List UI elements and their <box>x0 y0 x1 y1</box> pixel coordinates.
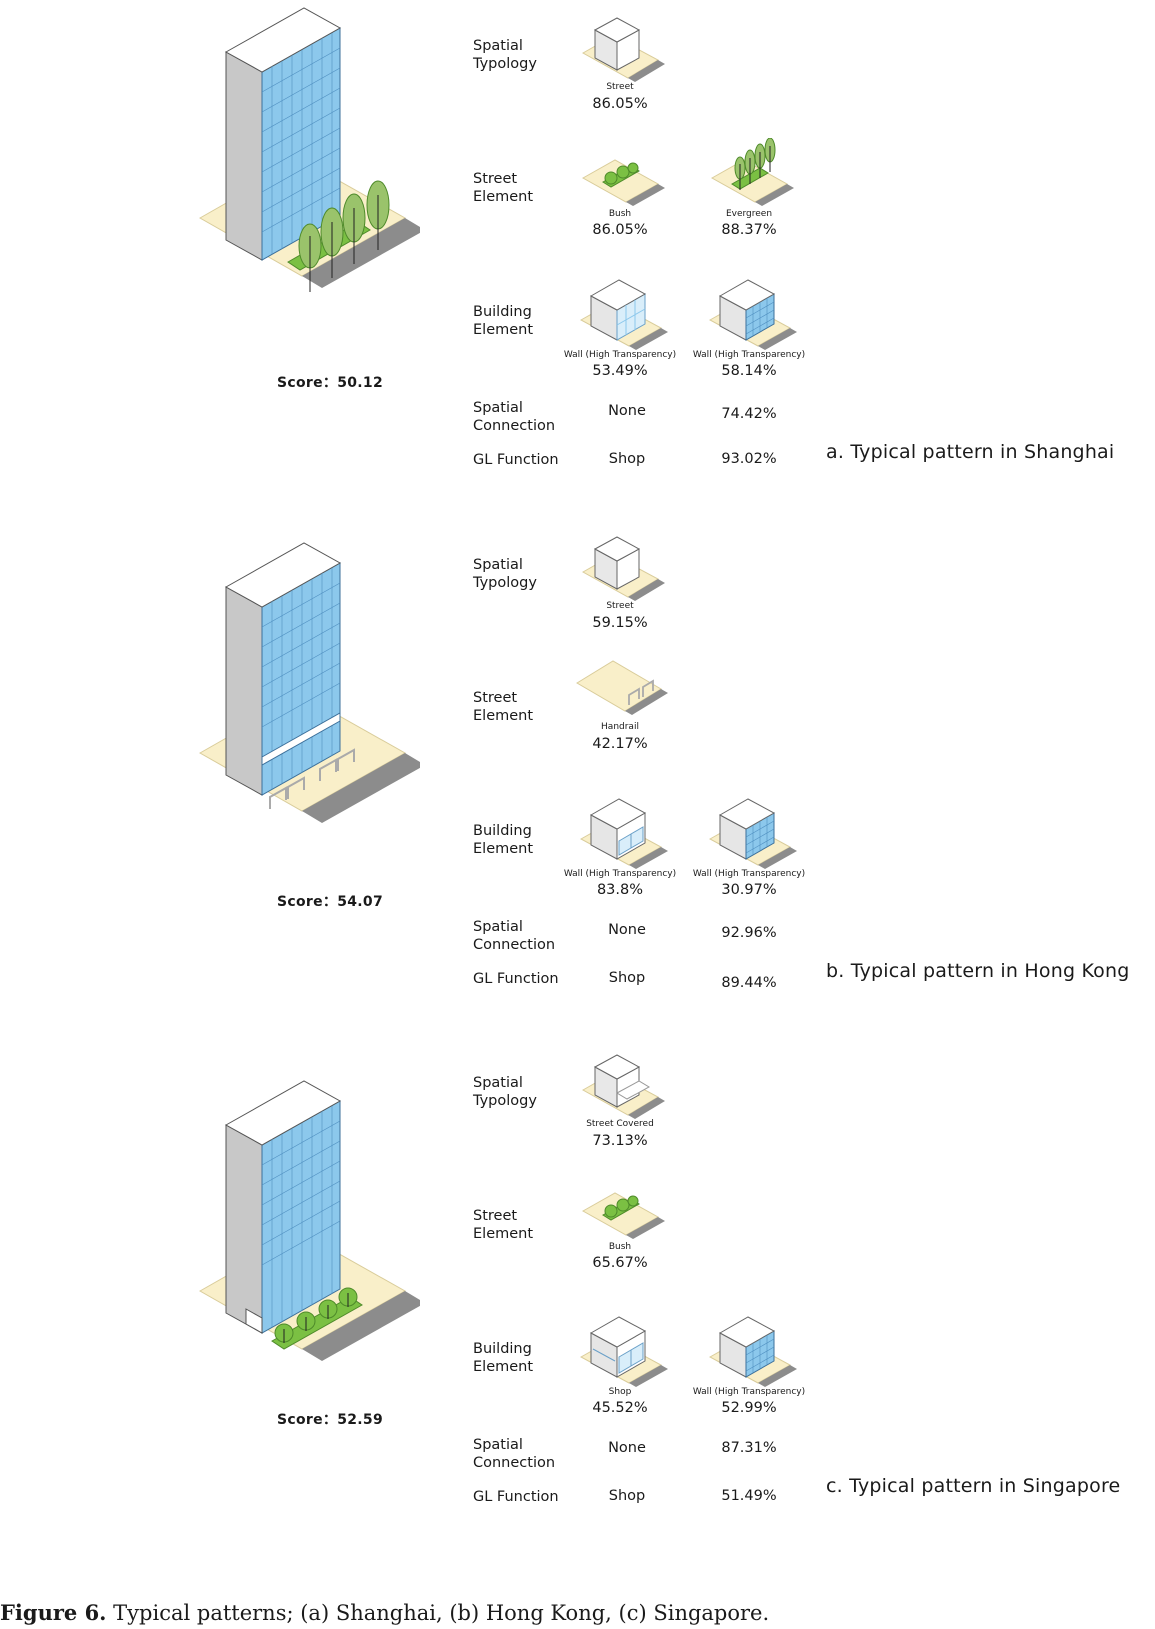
label-building-element: Building Element <box>473 823 534 857</box>
label-gl-function: GL Function <box>473 971 559 987</box>
label-spatial-typology: Spatial Typology <box>473 557 537 591</box>
gl-function-percent: 89.44% <box>721 975 777 991</box>
building-element-caption: Wall (High Transparency) <box>692 1387 806 1397</box>
gl-function-value: Shop <box>608 970 646 986</box>
wall-high-transparency-icon <box>708 1316 797 1387</box>
score: Score：54.07 <box>277 894 383 910</box>
spatial-connection-percent: 74.42% <box>721 406 777 422</box>
typology-percent: 59.15% <box>592 615 648 631</box>
street-typology-icon <box>581 17 665 82</box>
building-element-percent: 52.99% <box>721 1400 777 1416</box>
tower-side-wall <box>225 586 263 796</box>
spatial-connection-value: None <box>608 922 646 938</box>
wall-high-transparency-icon <box>708 279 797 350</box>
road <box>302 1291 420 1361</box>
label-gl-function: GL Function <box>473 1489 559 1505</box>
evergreen-icon <box>710 138 794 206</box>
label-building-element: Building Element <box>473 304 534 338</box>
gl-function-percent: 51.49% <box>721 1488 777 1504</box>
gl-function-percent: 93.02% <box>721 451 777 467</box>
street-element-caption: Handrail <box>601 722 639 732</box>
label-street-element: Street Element <box>473 690 534 724</box>
building-element-percent: 30.97% <box>721 882 777 898</box>
score: Score：50.12 <box>277 375 383 391</box>
shop-icon <box>579 1316 668 1387</box>
caption-text: Typical patterns; (a) Shanghai, (b) Hong… <box>106 1601 770 1625</box>
street-element-caption: Evergreen <box>725 209 773 219</box>
spatial-connection-value: None <box>608 403 646 419</box>
handrail-icon <box>576 660 668 715</box>
spatial-connection-percent: 87.31% <box>721 1440 777 1456</box>
street-element-percent: 42.17% <box>592 736 648 752</box>
building-illustration <box>198 542 420 823</box>
building-element-caption: Wall (High Transparency) <box>692 869 806 879</box>
bush-icon <box>581 159 665 206</box>
label-spatial-connection: Spatial Connection <box>473 400 556 434</box>
typology-percent: 86.05% <box>592 96 648 112</box>
spatial-connection-value: None <box>608 1440 646 1456</box>
label-spatial-typology: Spatial Typology <box>473 1075 537 1109</box>
street-typology-icon <box>581 536 665 601</box>
tower-roof <box>224 7 342 73</box>
wall-high-transparency-icon <box>579 279 668 350</box>
tower-roof <box>224 542 342 608</box>
podium-band <box>261 712 341 766</box>
panel-title: c. Typical pattern in Singapore <box>826 1475 1121 1497</box>
handrail <box>319 758 337 781</box>
street-element-percent: 86.05% <box>592 222 648 238</box>
panel-title: b. Typical pattern in Hong Kong <box>826 960 1130 982</box>
panel-shanghai: Score：50.12 Spatial Typology Street 86.0… <box>0 0 1155 520</box>
label-street-element: Street Element <box>473 1208 534 1242</box>
wall-high-transparency-icon <box>579 798 668 869</box>
panel-hong-kong: Score：54.07 Spatial Typology Street 59.1… <box>0 535 1155 1055</box>
gl-function-value: Shop <box>608 1488 646 1504</box>
building-element-caption: Wall (High Transparency) <box>563 350 677 360</box>
street-element-caption: Bush <box>608 209 632 219</box>
score: Score：52.59 <box>277 1412 383 1428</box>
label-street-element: Street Element <box>473 171 534 205</box>
panel-singapore: Score：52.59 Spatial Typology Street Cove… <box>0 1054 1155 1593</box>
label-spatial-connection: Spatial Connection <box>473 1437 556 1471</box>
label-gl-function: GL Function <box>473 452 559 468</box>
gl-function-value: Shop <box>608 451 646 467</box>
label-spatial-connection: Spatial Connection <box>473 919 556 953</box>
typology-caption: Street Covered <box>586 1119 654 1129</box>
figure-number: Figure 6. <box>0 1600 107 1625</box>
label-building-element: Building Element <box>473 1341 534 1375</box>
road <box>302 753 420 823</box>
building-element-percent: 83.8% <box>596 882 644 898</box>
building-element-percent: 53.49% <box>592 363 648 379</box>
typology-percent: 73.13% <box>592 1133 648 1149</box>
building-illustration <box>198 7 420 292</box>
building-element-caption: Wall (High Transparency) <box>563 869 677 879</box>
tower-side-wall <box>225 1124 263 1334</box>
building-illustration <box>198 1080 420 1361</box>
handrail <box>269 786 287 809</box>
handrail <box>337 748 355 771</box>
building-element-caption: Wall (High Transparency) <box>692 350 806 360</box>
panel-title: a. Typical pattern in Shanghai <box>826 441 1115 463</box>
street-covered-typology-icon <box>581 1054 665 1119</box>
covered-arcade <box>245 1308 263 1334</box>
street-element-percent: 88.37% <box>721 222 777 238</box>
wall-high-transparency-icon <box>708 798 797 869</box>
street-element-caption: Bush <box>608 1242 632 1252</box>
typology-caption: Street <box>606 601 634 611</box>
typology-caption: Street <box>606 82 634 92</box>
tower-roof <box>224 1080 342 1146</box>
building-element-caption: Shop <box>608 1387 632 1397</box>
tower-side-wall <box>225 51 263 261</box>
spatial-connection-percent: 92.96% <box>721 925 777 941</box>
street-element-percent: 65.67% <box>592 1255 648 1271</box>
building-element-percent: 45.52% <box>592 1400 648 1416</box>
bush-icon <box>581 1192 665 1239</box>
label-spatial-typology: Spatial Typology <box>473 38 537 72</box>
figure-caption: Figure 6. Typical patterns; (a) Shanghai… <box>0 1600 820 1625</box>
building-element-percent: 58.14% <box>721 363 777 379</box>
handrail <box>287 776 305 799</box>
